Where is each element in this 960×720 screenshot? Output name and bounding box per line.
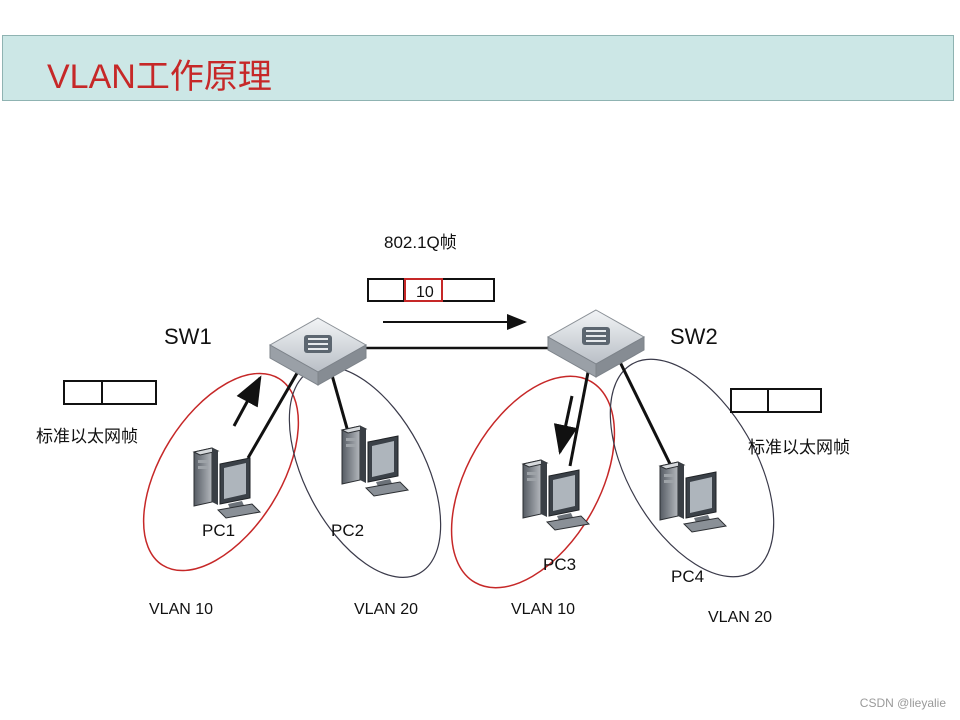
vlan10-group-ellipse-sw1 [142,372,300,572]
pc1-icon [193,447,261,519]
vlan-label-1: VLAN 10 [149,601,213,618]
vlan-label-4: VLAN 20 [708,609,772,626]
vlan20-group-ellipse-sw2 [609,358,775,578]
vlan-tag-field [404,278,443,302]
arrow-sw2-to-pc3 [553,395,578,455]
pc4-label: PC4 [671,567,704,586]
watermark: CSDN @lieyalie [859,696,946,710]
pc4-icon [659,461,727,533]
title-bar: VLAN工作原理 [2,35,954,101]
pc3-icon [522,459,590,531]
vlan-tag-value: 10 [416,284,434,301]
link-sw2-pc4 [618,361,674,469]
pc1-label: PC1 [202,521,235,540]
dot1q-frame [367,278,495,302]
switch-sw1-label: SW1 [164,324,212,349]
link-sw1-pc1 [246,367,302,459]
pc2-icon [341,425,409,497]
page-title: VLAN工作原理 [47,58,272,96]
vlan-label-2: VLAN 20 [354,601,418,618]
switch-sw2-icon [547,309,645,378]
switch-sw1-icon [269,317,367,386]
switch-sw2-label: SW2 [670,324,718,349]
dot1q-frame-label: 802.1Q帧 [384,233,457,252]
std-frame-left [63,380,157,405]
pc3-label: PC3 [543,555,576,574]
vlan10-group-ellipse-sw2 [450,375,616,589]
std-frame-left-label: 标准以太网帧 [36,427,138,446]
std-frame-right [730,388,822,413]
std-frame-right-label: 标准以太网帧 [748,438,850,457]
vlan-label-3: VLAN 10 [511,601,575,618]
pc2-label: PC2 [331,521,364,540]
arrow-pc1-to-sw1 [232,375,262,427]
